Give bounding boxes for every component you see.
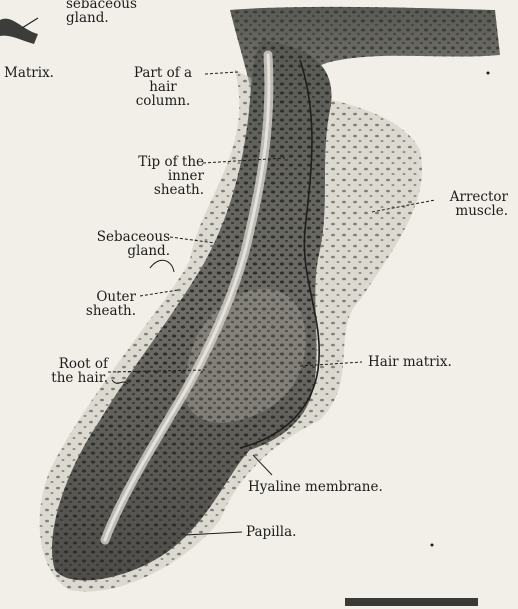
label-hyaline-membrane: Hyaline membrane. bbox=[248, 480, 383, 494]
bottom-strip bbox=[345, 598, 478, 606]
label-hair-matrix: Hair matrix. bbox=[368, 355, 452, 369]
label-outer-sheath: Outer sheath. bbox=[40, 290, 136, 318]
label-tip-inner-sheath: Tip of the inner sheath. bbox=[112, 155, 204, 197]
label-root-of-hair: Root of the hair. bbox=[0, 357, 108, 385]
fragment-top-left bbox=[0, 19, 38, 44]
label-arrector-muscle: Arrector muscle. bbox=[420, 190, 508, 218]
label-hair-column: Part of a hair column. bbox=[120, 66, 206, 108]
label-papilla: Papilla. bbox=[246, 525, 296, 539]
label-matrix: Matrix. bbox=[4, 66, 54, 80]
label-sebaceous-gland-top: sebaceous gland. bbox=[66, 0, 137, 25]
label-sebaceous-gland: Sebaceous gland. bbox=[52, 230, 170, 258]
